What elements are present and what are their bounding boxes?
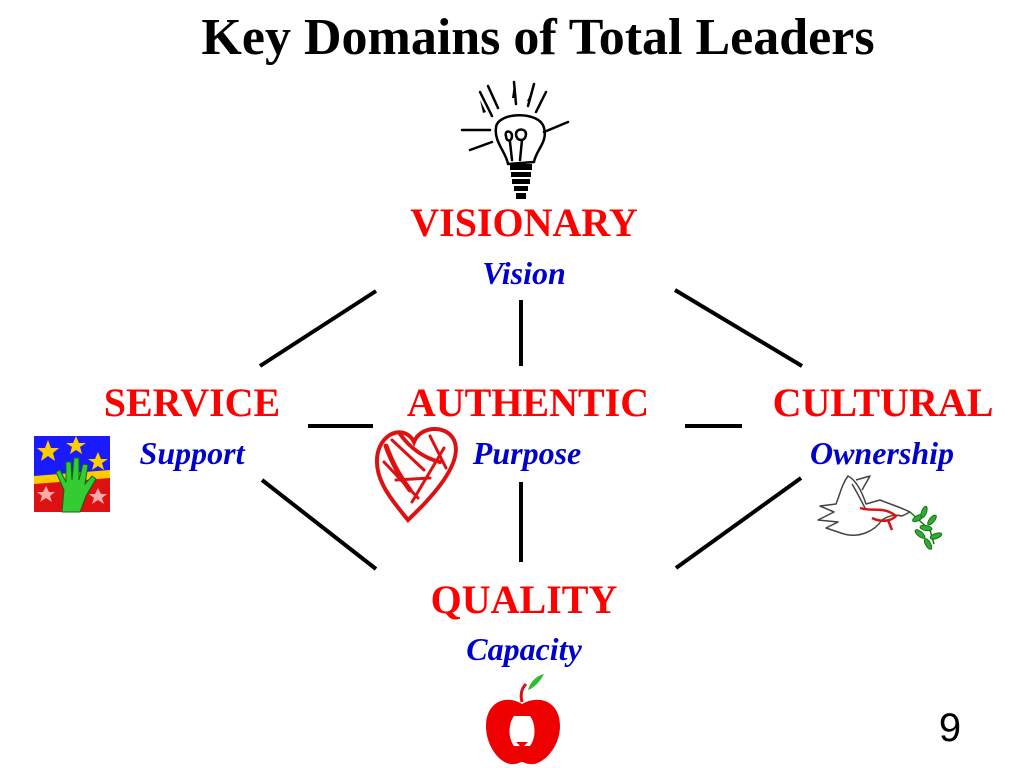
domain-service-label: SERVICE [103, 380, 281, 425]
domain-cultural-label: CULTURAL [772, 380, 994, 425]
domain-authentic-sub: Purpose [472, 435, 582, 471]
domain-quality-label: QUALITY [430, 577, 618, 622]
page-number: 9 [938, 706, 962, 750]
slide-title: Key Domains of Total Leaders [201, 9, 875, 66]
domain-cultural-sub: Ownership [809, 435, 955, 471]
connector-visionary-cultural [673, 288, 804, 368]
domain-visionary-sub: Vision [482, 255, 566, 291]
connector-cultural-quality [674, 476, 803, 570]
connector-visionary-service [258, 289, 378, 368]
domain-service-sub: Support [139, 435, 245, 471]
domain-authentic-label: AUTHENTIC [406, 380, 650, 425]
connector-service-quality [260, 478, 378, 571]
domain-quality-sub: Capacity [466, 631, 582, 667]
domain-visionary-label: VISIONARY [410, 200, 638, 245]
